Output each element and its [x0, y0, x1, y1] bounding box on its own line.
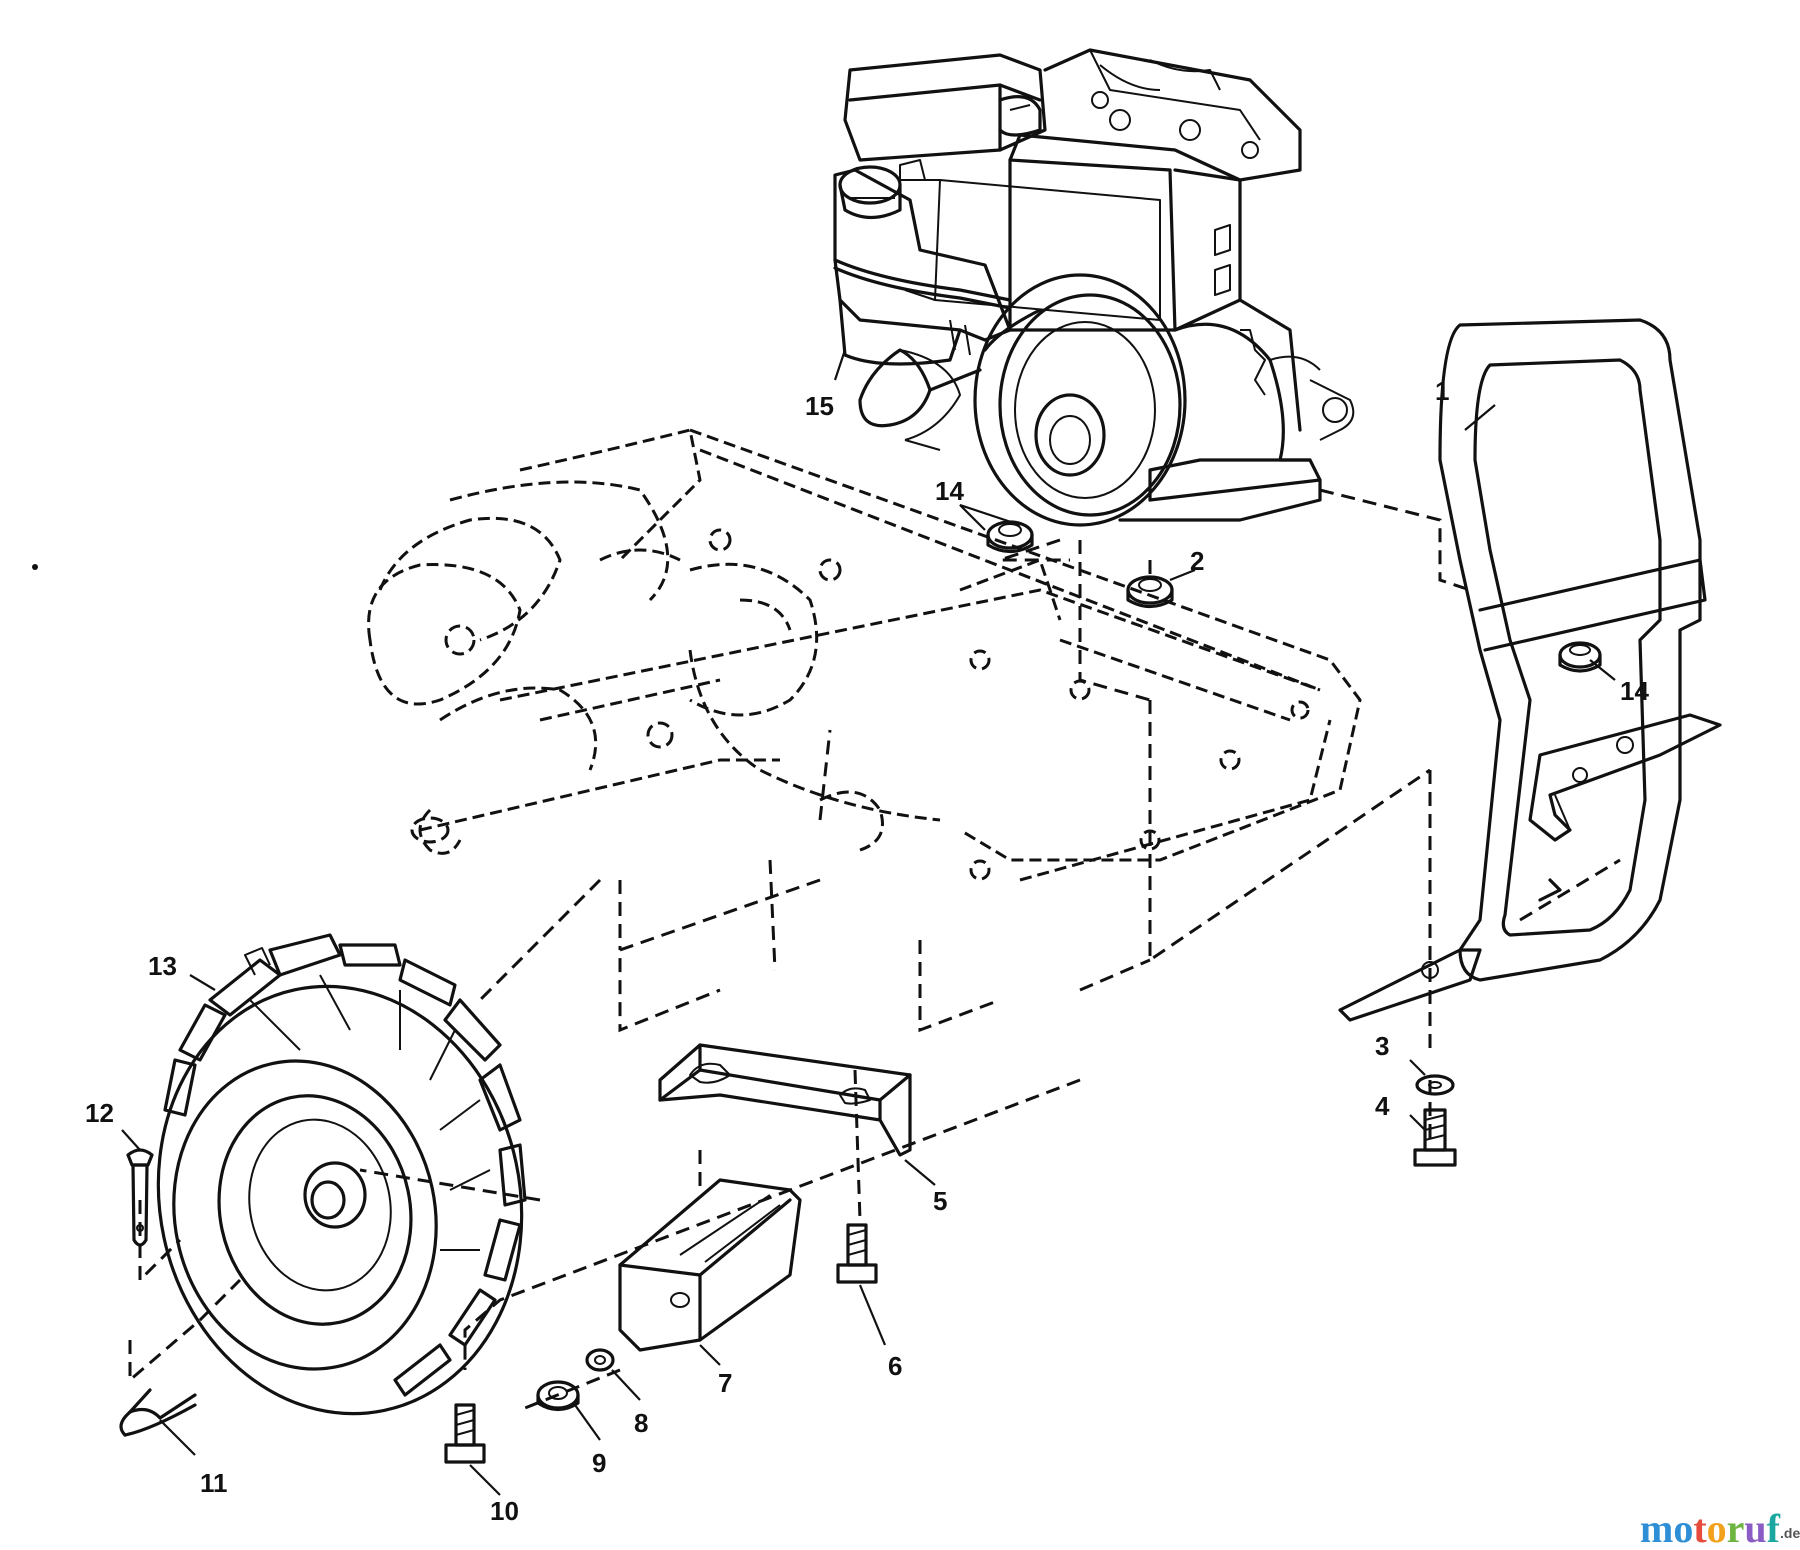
bolt-4 — [1413, 1108, 1457, 1167]
svg-text:motoruf.de: motoruf.de — [1640, 1506, 1800, 1550]
callout-3: 3 — [1375, 1031, 1389, 1061]
callout-12: 12 — [85, 1098, 114, 1128]
callout-1: 1 — [1435, 376, 1449, 406]
callout-14-engine: 14 — [935, 476, 964, 506]
engine-nut-2 — [1126, 575, 1174, 609]
clevis-pin-12 — [126, 1148, 154, 1247]
bolt-6 — [836, 1223, 878, 1284]
hair-pin-11 — [119, 1388, 197, 1437]
callout-2: 2 — [1190, 546, 1204, 576]
callout-11: 11 — [200, 1468, 228, 1498]
bolt-10 — [444, 1403, 486, 1464]
engine-nut-14 — [986, 520, 1034, 554]
lock-washer-8 — [585, 1348, 615, 1372]
bumper — [1338, 318, 1722, 1022]
callout-4: 4 — [1375, 1091, 1390, 1121]
callout-13: 13 — [148, 951, 177, 981]
callout-labels: 1 2 3 4 5 6 7 8 9 10 11 12 13 14 14 15 — [85, 376, 1649, 1526]
callout-7: 7 — [718, 1368, 732, 1398]
mount-bracket — [658, 1043, 912, 1157]
leader-lines — [121, 349, 1616, 1496]
callout-5: 5 — [933, 1186, 947, 1216]
callout-15: 15 — [805, 391, 834, 421]
callout-10: 10 — [490, 1496, 519, 1526]
weight-block — [618, 1178, 802, 1352]
callout-9: 9 — [592, 1448, 606, 1478]
nut-9 — [536, 1380, 580, 1412]
callout-14-bumper: 14 — [1620, 676, 1649, 706]
watermark-logo: motoruf.de — [1640, 1506, 1800, 1550]
washer-3 — [1415, 1074, 1455, 1096]
callout-8: 8 — [634, 1408, 648, 1438]
tiller-body-outline — [367, 428, 1362, 882]
wheel — [156, 933, 527, 1416]
engine — [833, 48, 1355, 527]
bumper-nut-14 — [1558, 641, 1602, 673]
callout-6: 6 — [888, 1351, 902, 1381]
